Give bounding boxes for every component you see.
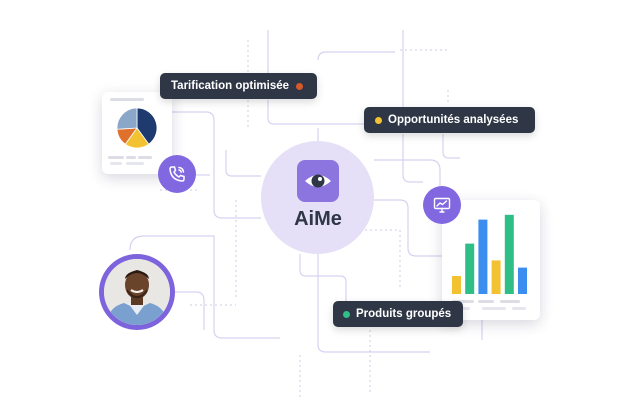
bar-chart-graphic: [452, 214, 527, 310]
products-label-text: Produits groupés: [356, 308, 452, 320]
bar: [465, 243, 475, 294]
bar: [518, 267, 527, 294]
phone-call-icon: [158, 155, 196, 193]
eye-icon: [297, 160, 339, 202]
bar: [452, 276, 461, 294]
monitor-chart-icon: [423, 186, 461, 224]
bar-chart: [452, 214, 527, 294]
bar: [478, 219, 488, 294]
pricing-status-dot: [296, 82, 304, 90]
pricing-label-text: Tarification optimisée: [171, 80, 290, 92]
avatar: [104, 259, 170, 325]
products-status-dot: [343, 310, 350, 318]
bar: [491, 260, 501, 294]
bar: [504, 214, 514, 294]
opportunities-label-text: Opportunités analysées: [388, 114, 519, 126]
pie-chart-card: [102, 92, 172, 174]
bar-chart-card: [442, 200, 540, 320]
products-label: Produits groupés: [333, 301, 463, 327]
pie-slice: [116, 107, 138, 130]
pie-chart-graphic: [108, 98, 158, 165]
brand-name: AiMe: [294, 208, 342, 230]
pie-slice: [136, 107, 158, 145]
opportunities-label: Opportunités analysées: [364, 107, 535, 133]
opportunities-status-dot: [375, 116, 382, 124]
pie-chart: [116, 107, 158, 149]
pricing-label: Tarification optimisée: [160, 73, 317, 99]
